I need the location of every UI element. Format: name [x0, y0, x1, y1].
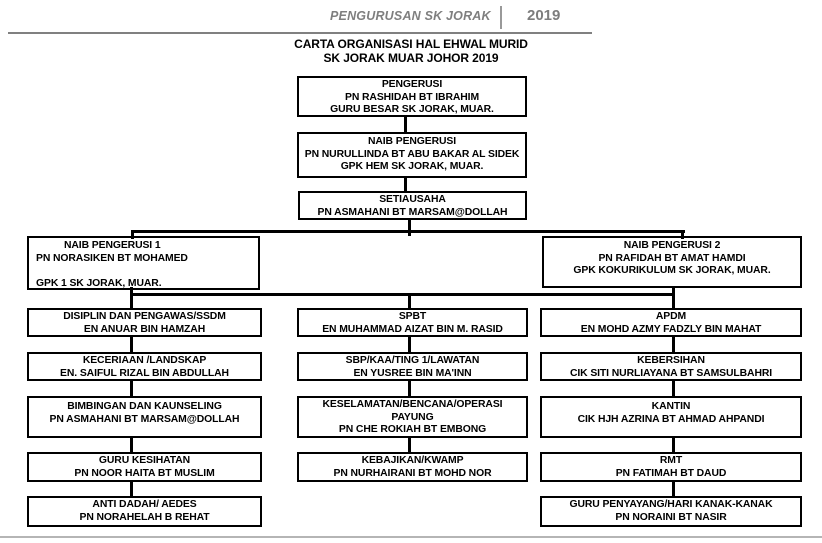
connector-left-r1-r2 — [130, 335, 133, 354]
connector-middle-r1-r2 — [408, 335, 411, 354]
box-spbt: SPBT EN MUHAMMAD AIZAT BIN M. RASID — [297, 308, 528, 337]
box-role: KEBERSIHAN — [637, 355, 705, 366]
box-kantin: KANTIN CIK HJH AZRINA BT AHMAD AHPANDI — [540, 396, 802, 438]
box-position: GPK 1 SK JORAK, MUAR. — [36, 277, 162, 289]
box-disiplin: DISIPLIN DAN PENGAWAS/SSDM EN ANUAR BIN … — [27, 308, 262, 337]
box-apdm: APDM EN MOHD AZMY FADZLY BIN MAHAT — [540, 308, 802, 337]
box-setiausaha: SETIAUSAHA PN ASMAHANI BT MARSAM@DOLLAH — [298, 191, 527, 220]
box-person: CIK HJH AZRINA BT AHMAD AHPANDI — [577, 413, 765, 425]
box-role: BIMBINGAN DAN KAUNSELING — [67, 401, 222, 412]
box-naib-pengerusi-1: NAIB PENGERUSI 1 PN NORASIKEN BT MOHAMED… — [27, 236, 260, 290]
footer-rule — [0, 536, 822, 538]
box-keselamatan: KESELAMATAN/BENCANA/OPERASI PAYUNG PN CH… — [297, 396, 528, 438]
box-pengerusi: PENGERUSI PN RASHIDAH BT IBRAHIM GURU BE… — [297, 76, 527, 117]
box-person: PN ASMAHANI BT MARSAM@DOLLAH — [49, 413, 240, 425]
box-person: PN NORAHELAH B REHAT — [79, 511, 210, 523]
box-role: KEBAJIKAN/KWAMP — [361, 455, 464, 466]
box-role: APDM — [655, 311, 687, 322]
connector-level1-horizontal — [131, 230, 685, 233]
box-person: PN CHE ROKIAH BT EMBONG — [338, 424, 487, 436]
connector-left-chain-drop — [130, 287, 133, 310]
connector-left-r2-r3 — [130, 379, 133, 398]
box-role: GURU KESIHATAN — [98, 455, 191, 466]
header-rule — [8, 32, 592, 34]
box-sbp-kaa-lawatan: SBP/KAA/TING 1/LAWATAN EN YUSREE BIN MA'… — [297, 352, 528, 381]
box-role-line2: PAYUNG — [391, 411, 434, 423]
box-blank-line — [36, 265, 258, 278]
box-kebersihan: KEBERSIHAN CIK SITI NURLIAYANA BT SAMSUL… — [540, 352, 802, 381]
box-position: GPK KOKURIKULUM SK JORAK, MUAR. — [573, 265, 771, 277]
box-person: PN NURHAIRANI BT MOHD NOR — [333, 467, 492, 479]
box-person: PN RAFIDAH BT AMAT HAMDI — [598, 252, 746, 264]
box-naib-pengerusi: NAIB PENGERUSI PN NURULLINDA BT ABU BAKA… — [297, 132, 527, 178]
box-role: NAIB PENGERUSI — [367, 136, 457, 147]
connector-right-r2-r3 — [672, 379, 675, 398]
box-person: EN YUSREE BIN MA'INN — [353, 367, 472, 379]
box-role: SPBT — [398, 311, 427, 322]
box-role: ANTI DADAH/ AEDES — [92, 499, 197, 510]
document-title: CARTA ORGANISASI HAL EHWAL MURID SK JORA… — [0, 37, 822, 65]
box-person: PN RASHIDAH BT IBRAHIM — [344, 91, 480, 103]
box-person: EN ANUAR BIN HAMZAH — [83, 323, 206, 335]
connector-middle-r3-r4 — [408, 436, 411, 454]
box-kebajikan: KEBAJIKAN/KWAMP PN NURHAIRANI BT MOHD NO… — [297, 452, 528, 482]
box-person: PN NOOR HAITA BT MUSLIM — [74, 467, 215, 479]
box-role: PENGERUSI — [381, 79, 443, 90]
connector-right-r4-r5 — [672, 480, 675, 498]
box-bimbingan: BIMBINGAN DAN KAUNSELING PN ASMAHANI BT … — [27, 396, 262, 438]
box-role: NAIB PENGERUSI 2 — [623, 240, 721, 251]
connector-level1-right-drop — [681, 230, 684, 239]
box-person: PN NORAINI BT NASIR — [615, 511, 727, 523]
box-role: KANTIN — [651, 401, 691, 412]
connector-left-r4-r5 — [130, 480, 133, 498]
header-year: 2019 — [527, 7, 561, 24]
connector-right-chain-drop — [672, 286, 675, 310]
box-person: CIK SITI NURLIAYANA BT SAMSULBAHRI — [569, 367, 773, 379]
box-person: PN FATIMAH BT DAUD — [615, 467, 727, 479]
connector-middle-chain-drop — [408, 293, 411, 310]
box-person: EN. SAIFUL RIZAL BIN ABDULLAH — [60, 367, 229, 379]
box-role: NAIB PENGERUSI 1 — [64, 240, 161, 251]
document-title-line1: CARTA ORGANISASI HAL EHWAL MURID — [294, 37, 528, 51]
connector-right-r3-r4 — [672, 436, 675, 454]
box-rmt: RMT PN FATIMAH BT DAUD — [540, 452, 802, 482]
box-person: PN NURULLINDA BT ABU BAKAR AL SIDEK — [304, 148, 520, 160]
box-role: KESELAMATAN/BENCANA/OPERASI — [322, 399, 503, 410]
box-person: EN MOHD AZMY FADZLY BIN MAHAT — [580, 323, 762, 335]
box-role: GURU PENYAYANG/HARI KANAK-KANAK — [569, 499, 773, 510]
running-header-title: PENGURUSAN SK JORAK — [330, 9, 491, 23]
connector-right-r1-r2 — [672, 335, 675, 354]
connector-middle-r2-r3 — [408, 379, 411, 398]
document-title-line2: SK JORAK MUAR JOHOR 2019 — [323, 51, 499, 65]
connector-level1-left-drop — [131, 230, 134, 239]
box-person: PN ASMAHANI BT MARSAM@DOLLAH — [317, 206, 508, 218]
box-anti-dadah: ANTI DADAH/ AEDES PN NORAHELAH B REHAT — [27, 496, 262, 527]
box-guru-penyayang: GURU PENYAYANG/HARI KANAK-KANAK PN NORAI… — [540, 496, 802, 527]
connector-pengerusi-naib — [404, 117, 407, 132]
box-role: RMT — [659, 455, 683, 466]
connector-left-r3-r4 — [130, 436, 133, 454]
box-person: EN MUHAMMAD AIZAT BIN M. RASID — [322, 323, 503, 335]
connector-level2-horizontal — [130, 293, 675, 296]
connector-naib-setiausaha — [404, 178, 407, 191]
box-person: PN NORASIKEN BT MOHAMED — [36, 252, 188, 264]
box-position: GURU BESAR SK JORAK, MUAR. — [330, 104, 494, 116]
box-role: SETIAUSAHA — [379, 194, 446, 205]
box-role: DISIPLIN DAN PENGAWAS/SSDM — [63, 311, 226, 322]
box-keceriaan: KECERIAAN /LANDSKAP EN. SAIFUL RIZAL BIN… — [27, 352, 262, 381]
box-position: GPK HEM SK JORAK, MUAR. — [340, 161, 484, 173]
connector-setiausaha-drop — [408, 220, 411, 236]
header-divider-line — [500, 6, 502, 29]
box-role: KECERIAAN /LANDSKAP — [82, 355, 207, 366]
box-role: SBP/KAA/TING 1/LAWATAN — [345, 355, 480, 366]
box-guru-kesihatan: GURU KESIHATAN PN NOOR HAITA BT MUSLIM — [27, 452, 262, 482]
box-naib-pengerusi-2: NAIB PENGERUSI 2 PN RAFIDAH BT AMAT HAMD… — [542, 236, 802, 288]
